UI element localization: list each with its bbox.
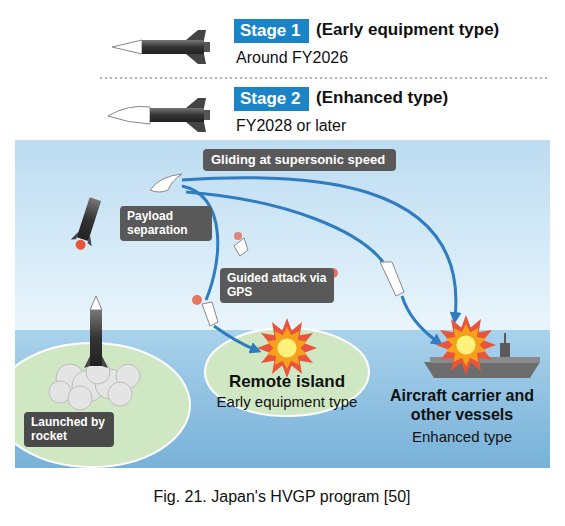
node-text: Gliding at supersonic speed [211,152,388,168]
label-text: Enhanced type [412,428,512,446]
stage-badge: Stage 1 [234,19,309,43]
label-text: Aircraft carrier and other vessels [387,386,537,424]
figure-caption: Fig. 21. Japan's HVGP program [50] [153,488,410,506]
label-text: (Early equipment type) [316,20,499,40]
node-text: Stage 2 [240,89,303,109]
stage-badge: Stage 2 [234,87,309,111]
label-text: (Enhanced type) [316,88,448,108]
smoke-puff [68,386,92,410]
booster-rocket [69,196,106,253]
node-text: Guided attack via GPS [227,271,327,300]
trajectory [182,178,456,350]
node-text: Launched by rocket [31,415,107,444]
explosion-outer [257,318,317,378]
label-text: FY2028 or later [236,116,346,135]
label-text: Remote island [229,372,345,392]
explosion [257,315,496,378]
callout-box: Gliding at supersonic speed [203,149,396,171]
node-text: Payload separation [127,209,205,238]
glide-vehicle [150,174,404,326]
launch-rocket [84,296,108,368]
explosion-mid [267,327,307,369]
missile-icon [112,30,210,64]
callout-box: Payload separation [120,206,212,241]
label-text: Around FY2026 [236,48,348,67]
explosion-mid [446,324,486,366]
explosion-core [456,335,475,354]
label-text: Early equipment type [217,393,358,411]
rocket-smoke [49,360,140,410]
callout-box: Guided attack via GPS [220,268,334,303]
node-text: Stage 1 [240,21,303,41]
explosion-core [277,338,296,357]
smoke-puff [108,382,132,406]
separation-dot [192,232,338,305]
explosion-outer [436,315,496,375]
divider-line [100,77,548,79]
callout-box: Launched by rocket [24,412,114,447]
scene [15,140,550,468]
glider-missile-icon [108,98,210,132]
